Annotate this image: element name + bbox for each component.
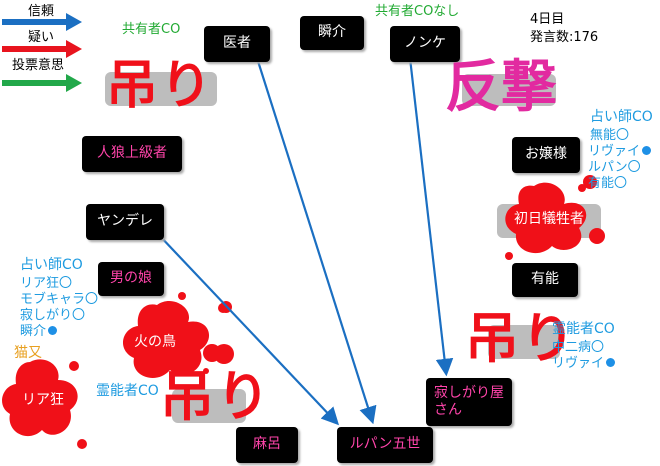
legend-doubt-label: 疑い (28, 30, 55, 45)
node-doctor[interactable]: 医者 (204, 26, 270, 62)
node-lupin[interactable]: ルパン五世 (337, 427, 433, 463)
node-otokonoko[interactable]: 男の娘 (98, 262, 164, 296)
hanged-mark-bottom: 吊り (160, 365, 272, 428)
legend-vote-label: 投票意思 (12, 58, 65, 73)
black-result-dot (642, 146, 652, 155)
hanged-mark-right: 吊り (465, 307, 577, 370)
legend-trust-arrow (2, 13, 82, 31)
right-seer-item-1: 無能〇 (590, 128, 630, 143)
node-hinotori[interactable]: 火の鳥 (134, 334, 176, 351)
blood-splatter-right-list (583, 175, 597, 189)
co-header-right: 共有者COなし (375, 4, 460, 19)
counterattack-mark: 反撃 (445, 55, 557, 120)
node-riaju[interactable]: リア狂 (22, 392, 64, 409)
arrow-yandere-to-lupin (157, 233, 340, 426)
node-shunsuke[interactable]: 瞬介 (300, 16, 364, 50)
cat-label: 猫又 (14, 345, 42, 361)
right-seer-item-3: ルパン〇 (588, 160, 641, 175)
left-seer-item-3: 寂しがり〇 (20, 308, 86, 323)
dead-pill-bottom (172, 389, 246, 423)
left-seer-item-4-label: 瞬介 (20, 324, 47, 339)
node-yandere[interactable]: ヤンデレ (86, 204, 164, 240)
left-medium-title: 霊能者CO (96, 383, 159, 399)
right-medium-item-2: リヴァイ (552, 356, 616, 371)
node-mabo[interactable]: 麻呂 (236, 427, 298, 463)
node-werewolf-elite[interactable]: 人狼上級者 (82, 136, 182, 172)
right-seer-item-2: リヴァイ (588, 144, 652, 159)
legend-arrows (2, 13, 82, 92)
node-yuunou[interactable]: 有能 (512, 263, 578, 297)
right-seer-title: 占い師CO (590, 109, 653, 125)
right-medium-item-1: 中二病〇 (552, 340, 605, 355)
dead-pill-right (462, 74, 556, 106)
node-sabishigari[interactable]: 寂しがり屋さん (426, 378, 512, 426)
left-seer-item-4: 瞬介 (20, 324, 58, 339)
node-ojousama[interactable]: お嬢様 (512, 137, 580, 173)
left-seer-item-1: リア狂〇 (20, 276, 73, 291)
blood-splatter-riaju (2, 359, 87, 449)
black-result-dot (48, 326, 58, 335)
right-seer-item-2-label: リヴァイ (588, 144, 641, 159)
dead-pill-medium (488, 325, 560, 359)
dead-pill-left (105, 72, 217, 106)
black-result-dot (606, 358, 616, 367)
right-medium-title: 霊能者CO (552, 321, 615, 337)
right-medium-item-2-label: リヴァイ (552, 356, 605, 371)
blood-splatter-first-victim (505, 182, 605, 260)
legend-trust-label: 信頼 (28, 4, 55, 19)
left-seer-title: 占い師CO (20, 257, 83, 273)
legend-doubt-arrow (2, 40, 82, 58)
node-nonke[interactable]: ノンケ (390, 26, 460, 62)
node-first-victim[interactable]: 初日犠牲者 (514, 211, 584, 228)
legend-vote-arrow (2, 74, 82, 92)
right-seer-item-4: 有能〇 (588, 176, 628, 191)
day-label: 4日目 (530, 12, 565, 27)
hanged-mark-left: 吊り (106, 56, 215, 116)
post-count: 発言数:176 (530, 30, 599, 45)
co-header-left: 共有者CO (122, 22, 181, 37)
arrow-nonke-to-sabishigari (408, 57, 454, 377)
left-seer-item-2: モブキャラ〇 (20, 292, 99, 307)
arrow-doctor-to-lupin (255, 57, 377, 425)
